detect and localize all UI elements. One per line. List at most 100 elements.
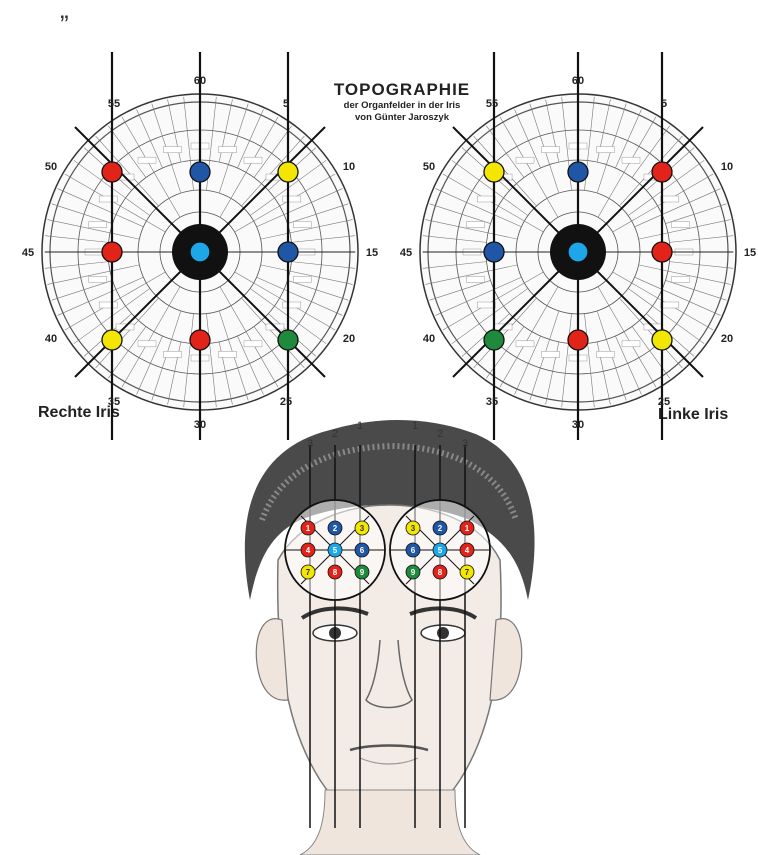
right-iris-dot-blue: [190, 162, 210, 182]
column-number-3: 3: [462, 438, 468, 450]
right-forehead-dot-number-6: 6: [360, 546, 365, 555]
right-organ-field-box: [283, 302, 301, 308]
left-forehead-dot-number-4: 4: [465, 546, 470, 555]
left-iris-dot-green: [484, 330, 504, 350]
column-number-1: 1: [412, 420, 418, 432]
left-iris-dot-blue: [568, 162, 588, 182]
left-clock-number-50: 50: [423, 161, 435, 173]
left-forehead-dot-number-2: 2: [438, 524, 443, 533]
right-organ-field-box: [218, 147, 236, 153]
left-organ-field-box: [661, 196, 679, 202]
left-organ-field-box: [467, 222, 485, 228]
left-organ-field-box: [661, 302, 679, 308]
left-organ-field-box: [622, 157, 640, 163]
eye-left-iris: [437, 627, 449, 639]
neck: [300, 790, 480, 855]
right-iris-dot-yellow: [278, 162, 298, 182]
right-forehead-dot-number-8: 8: [333, 568, 338, 577]
left-iris-dot-light_blue: [568, 242, 588, 262]
right-clock-number-15: 15: [366, 247, 378, 259]
right-clock-number-55: 55: [108, 98, 120, 110]
right-clock-number-30: 30: [194, 419, 206, 431]
right-clock-number-40: 40: [45, 333, 57, 345]
left-forehead-dot-number-1: 1: [465, 524, 470, 533]
left-iris-dot-yellow: [484, 162, 504, 182]
left-iris-chart: [420, 52, 736, 440]
right-clock-number-10: 10: [343, 161, 355, 173]
left-clock-number-5: 5: [661, 98, 667, 110]
left-organ-field-box: [516, 341, 534, 347]
face-illustration: [245, 420, 535, 855]
right-clock-number-5: 5: [283, 98, 289, 110]
left-iris-dot-blue: [484, 242, 504, 262]
left-clock-number-60: 60: [572, 75, 584, 87]
right-organ-field-box: [89, 222, 107, 228]
right-forehead-dot-number-4: 4: [306, 546, 311, 555]
left-organ-field-box: [477, 196, 495, 202]
column-number-2: 2: [332, 428, 338, 440]
right-organ-field-box: [293, 222, 311, 228]
left-organ-field-box: [542, 147, 560, 153]
right-forehead-dot-number-7: 7: [306, 568, 311, 577]
right-iris-dot-light_blue: [190, 242, 210, 262]
left-forehead-dot-number-9: 9: [411, 568, 416, 577]
right-iris-dot-blue: [278, 242, 298, 262]
left-organ-field-box: [671, 222, 689, 228]
right-organ-field-box: [164, 351, 182, 357]
right-organ-field-box: [293, 276, 311, 282]
right-iris-dot-red: [102, 162, 122, 182]
right-clock-number-35: 35: [108, 396, 120, 408]
right-iris-dot-green: [278, 330, 298, 350]
left-forehead-dot-number-3: 3: [411, 524, 416, 533]
left-organ-field-box: [467, 276, 485, 282]
column-number-1: 1: [357, 420, 363, 432]
left-organ-field-box: [596, 351, 614, 357]
right-clock-number-45: 45: [22, 247, 34, 259]
right-organ-field-box: [99, 196, 117, 202]
right-organ-field-box: [138, 341, 156, 347]
column-number-3: 3: [307, 438, 313, 450]
ear-left: [490, 619, 522, 701]
left-clock-number-40: 40: [423, 333, 435, 345]
left-iris-dot-yellow: [652, 330, 672, 350]
right-forehead-dot-number-2: 2: [333, 524, 338, 533]
left-organ-field-box: [542, 351, 560, 357]
right-organ-field-box: [283, 196, 301, 202]
right-forehead-dot-number-3: 3: [360, 524, 365, 533]
left-clock-number-25: 25: [658, 396, 670, 408]
left-clock-number-10: 10: [721, 161, 733, 173]
ear-right: [256, 619, 288, 701]
right-organ-field-box: [218, 351, 236, 357]
left-forehead-dot-number-6: 6: [411, 546, 416, 555]
right-clock-number-25: 25: [280, 396, 292, 408]
left-organ-field-box: [671, 276, 689, 282]
right-clock-number-20: 20: [343, 333, 355, 345]
left-iris-dot-red: [568, 330, 588, 350]
left-organ-field-box: [622, 341, 640, 347]
column-number-2: 2: [437, 428, 443, 440]
left-organ-field-box: [516, 157, 534, 163]
left-clock-number-45: 45: [400, 247, 412, 259]
right-organ-field-box: [89, 276, 107, 282]
left-clock-number-35: 35: [486, 396, 498, 408]
right-iris-dot-red: [102, 242, 122, 262]
right-iris-dot-yellow: [102, 330, 122, 350]
left-forehead-dot-number-7: 7: [465, 568, 470, 577]
right-forehead-dot-number-9: 9: [360, 568, 365, 577]
left-iris-dot-red: [652, 242, 672, 262]
right-organ-field-box: [138, 157, 156, 163]
left-iris-dot-red: [652, 162, 672, 182]
left-clock-number-20: 20: [721, 333, 733, 345]
right-organ-field-box: [99, 302, 117, 308]
right-organ-field-box: [244, 157, 262, 163]
left-organ-field-box: [596, 147, 614, 153]
right-clock-number-60: 60: [194, 75, 206, 87]
left-forehead-dot-number-8: 8: [438, 568, 443, 577]
right-clock-number-50: 50: [45, 161, 57, 173]
right-forehead-dot-number-5: 5: [333, 546, 338, 555]
right-iris-dot-red: [190, 330, 210, 350]
left-forehead-dot-number-5: 5: [438, 546, 443, 555]
right-iris-chart: [42, 52, 358, 440]
right-organ-field-box: [164, 147, 182, 153]
